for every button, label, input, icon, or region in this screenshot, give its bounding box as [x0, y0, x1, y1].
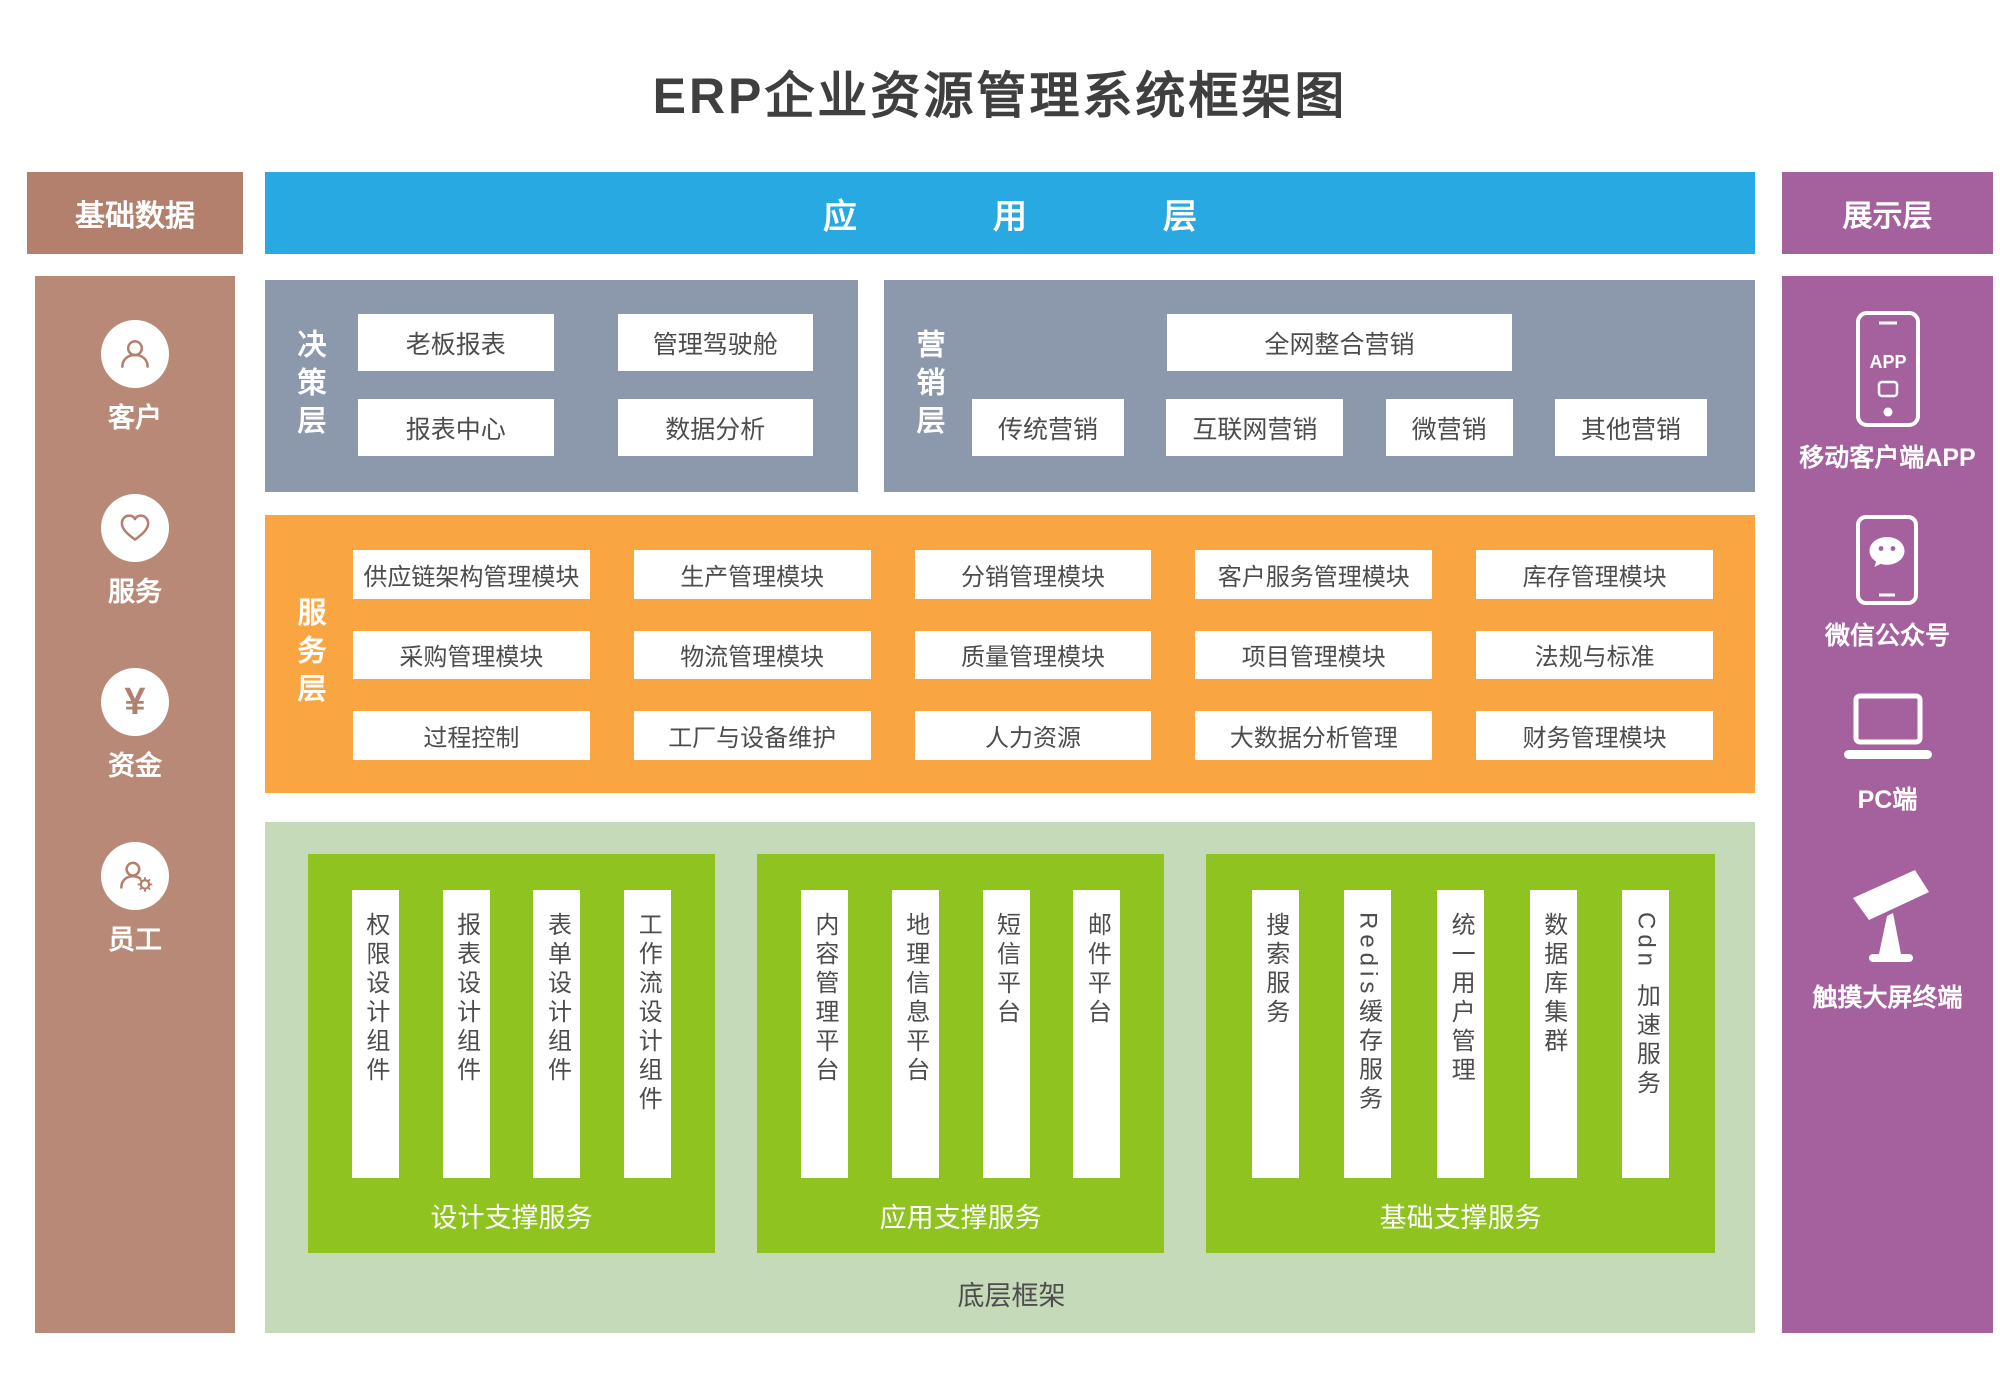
marketing-layer-content: 全网整合营销 传统营销 互联网营销 微营销 其他营销: [972, 280, 1755, 492]
component-box: 统一用户管理: [1437, 890, 1485, 1178]
service-module: 过程控制: [353, 711, 590, 760]
marketing-featured-item: 全网整合营销: [1167, 314, 1512, 371]
service-module: 大数据分析管理: [1195, 711, 1433, 760]
display-layer-label: 展示层: [1842, 200, 1933, 233]
base-support-group-label: 基础支撑服务: [1379, 1203, 1542, 1233]
component-box: 内容管理平台: [800, 890, 848, 1178]
base-support-group: 搜索服务 Redis缓存服务 统一用户管理 数据库集群 Cdn 加速服务 基础支…: [1206, 854, 1715, 1253]
marketing-item: 传统营销: [972, 399, 1125, 456]
component-box: 数据库集群: [1529, 890, 1577, 1178]
component-box: Cdn 加速服务: [1622, 890, 1670, 1178]
display-item-label: 微信公众号: [1824, 622, 1950, 650]
service-module: 客户服务管理模块: [1195, 550, 1433, 599]
service-module: 法规与标准: [1476, 630, 1713, 680]
service-module: 人力资源: [914, 711, 1152, 760]
touch-screen-icon: [1853, 870, 1930, 962]
service-module: 采购管理模块: [353, 630, 590, 680]
decision-item: 老板报表: [358, 314, 554, 371]
base-data-item-label: 客户: [108, 403, 162, 433]
service-module: 库存管理模块: [1476, 550, 1713, 599]
service-module: 物流管理模块: [633, 630, 871, 680]
service-module: 质量管理模块: [914, 630, 1152, 680]
display-item-label: 移动客户端APP: [1799, 444, 1976, 472]
app-support-group-label: 应用支撑服务: [879, 1203, 1042, 1233]
svg-text:APP: APP: [1869, 352, 1906, 372]
component-box: 地理信息平台: [891, 890, 939, 1178]
page-title: ERP企业资源管理系统框架图: [652, 68, 1348, 124]
decision-item: 管理驾驶舱: [617, 314, 813, 371]
service-layer-label: 服务层: [293, 597, 325, 711]
base-data-panel: 客户 服务 ¥ 资金: [35, 276, 235, 1333]
yen-symbol: ¥: [124, 681, 146, 723]
service-layer-grid: 供应链架构管理模块 生产管理模块 分销管理模块 客户服务管理模块 库存管理模块 …: [353, 515, 1755, 793]
service-module: 财务管理模块: [1476, 711, 1713, 760]
display-item-touch-screen: 触摸大屏终端: [1812, 856, 1963, 1014]
pc-icon: [1843, 693, 1932, 759]
component-box: 报表设计组件: [442, 890, 490, 1178]
customer-icon: [101, 320, 169, 388]
bottom-frame-panel: 权限设计组件 报表设计组件 表单设计组件 工作流设计组件 设计支撑服务 内容管理…: [265, 822, 1755, 1333]
base-data-header-label: 基础数据: [75, 200, 195, 233]
base-data-item-employee: 员工: [101, 842, 169, 956]
display-layer-header: 展示层: [1782, 172, 1993, 254]
decision-item: 数据分析: [617, 399, 813, 456]
decision-layer-grid: 老板报表 管理驾驶舱 报表中心 数据分析: [353, 280, 858, 492]
base-data-item-funds: ¥ 资金: [101, 668, 169, 782]
wechat-icon: [1856, 515, 1919, 605]
app-support-group: 内容管理平台 地理信息平台 短信平台 邮件平台 应用支撑服务: [757, 854, 1165, 1253]
marketing-item-row: 传统营销 互联网营销 微营销 其他营销: [972, 399, 1707, 456]
service-layer-panel: 服务层 供应链架构管理模块 生产管理模块 分销管理模块 客户服务管理模块 库存管…: [265, 515, 1755, 793]
service-module: 项目管理模块: [1195, 630, 1433, 680]
design-support-group: 权限设计组件 报表设计组件 表单设计组件 工作流设计组件 设计支撑服务: [308, 854, 716, 1253]
display-item-label: PC端: [1857, 786, 1918, 814]
service-module: 生产管理模块: [633, 550, 871, 599]
base-data-item-label: 员工: [108, 925, 162, 955]
funds-icon: ¥: [101, 668, 169, 736]
component-box: 搜索服务: [1251, 890, 1299, 1178]
marketing-item: 互联网营销: [1166, 399, 1344, 456]
decision-layer-label: 决策层: [293, 329, 325, 443]
component-box: 工作流设计组件: [624, 890, 672, 1178]
display-item-wechat: 微信公众号: [1825, 514, 1950, 652]
display-item-pc: PC端: [1836, 692, 1940, 816]
display-item-mobile-app: APP 移动客户端APP: [1799, 310, 1976, 474]
application-layer-label: 应用层: [823, 197, 1333, 236]
service-module: 供应链架构管理模块: [353, 550, 590, 599]
display-item-label: 触摸大屏终端: [1812, 984, 1963, 1012]
base-data-header: 基础数据: [27, 172, 243, 254]
display-panel: APP 移动客户端APP 微信公众号 PC端: [1782, 276, 1993, 1333]
service-icon: [101, 494, 169, 562]
component-box: 权限设计组件: [351, 890, 399, 1178]
employee-icon: [101, 842, 169, 910]
design-support-group-label: 设计支撑服务: [430, 1203, 593, 1233]
bottom-frame-groups: 权限设计组件 报表设计组件 表单设计组件 工作流设计组件 设计支撑服务 内容管理…: [308, 854, 1715, 1253]
decision-layer-panel: 决策层 老板报表 管理驾驶舱 报表中心 数据分析: [265, 280, 858, 492]
base-data-item-label: 资金: [108, 751, 162, 781]
component-box: 表单设计组件: [533, 890, 581, 1178]
service-module: 工厂与设备维护: [633, 711, 871, 760]
marketing-layer-label: 营销层: [912, 329, 944, 443]
base-data-item-service: 服务: [101, 494, 169, 608]
mobile-app-icon: APP: [1855, 311, 1920, 427]
base-data-item-label: 服务: [108, 577, 162, 607]
decision-item: 报表中心: [358, 399, 554, 456]
component-box: 短信平台: [982, 890, 1030, 1178]
marketing-layer-panel: 营销层 全网整合营销 传统营销 互联网营销 微营销 其他营销: [884, 280, 1755, 492]
component-box: 邮件平台: [1073, 890, 1121, 1178]
component-box: Redis缓存服务: [1344, 890, 1392, 1178]
application-layer-header: 应用层: [265, 172, 1755, 254]
bottom-frame-label: 底层框架: [957, 1280, 1066, 1311]
marketing-item: 微营销: [1385, 399, 1513, 456]
marketing-item: 其他营销: [1554, 399, 1707, 456]
base-data-item-customer: 客户: [101, 320, 169, 434]
service-module: 分销管理模块: [914, 550, 1152, 599]
